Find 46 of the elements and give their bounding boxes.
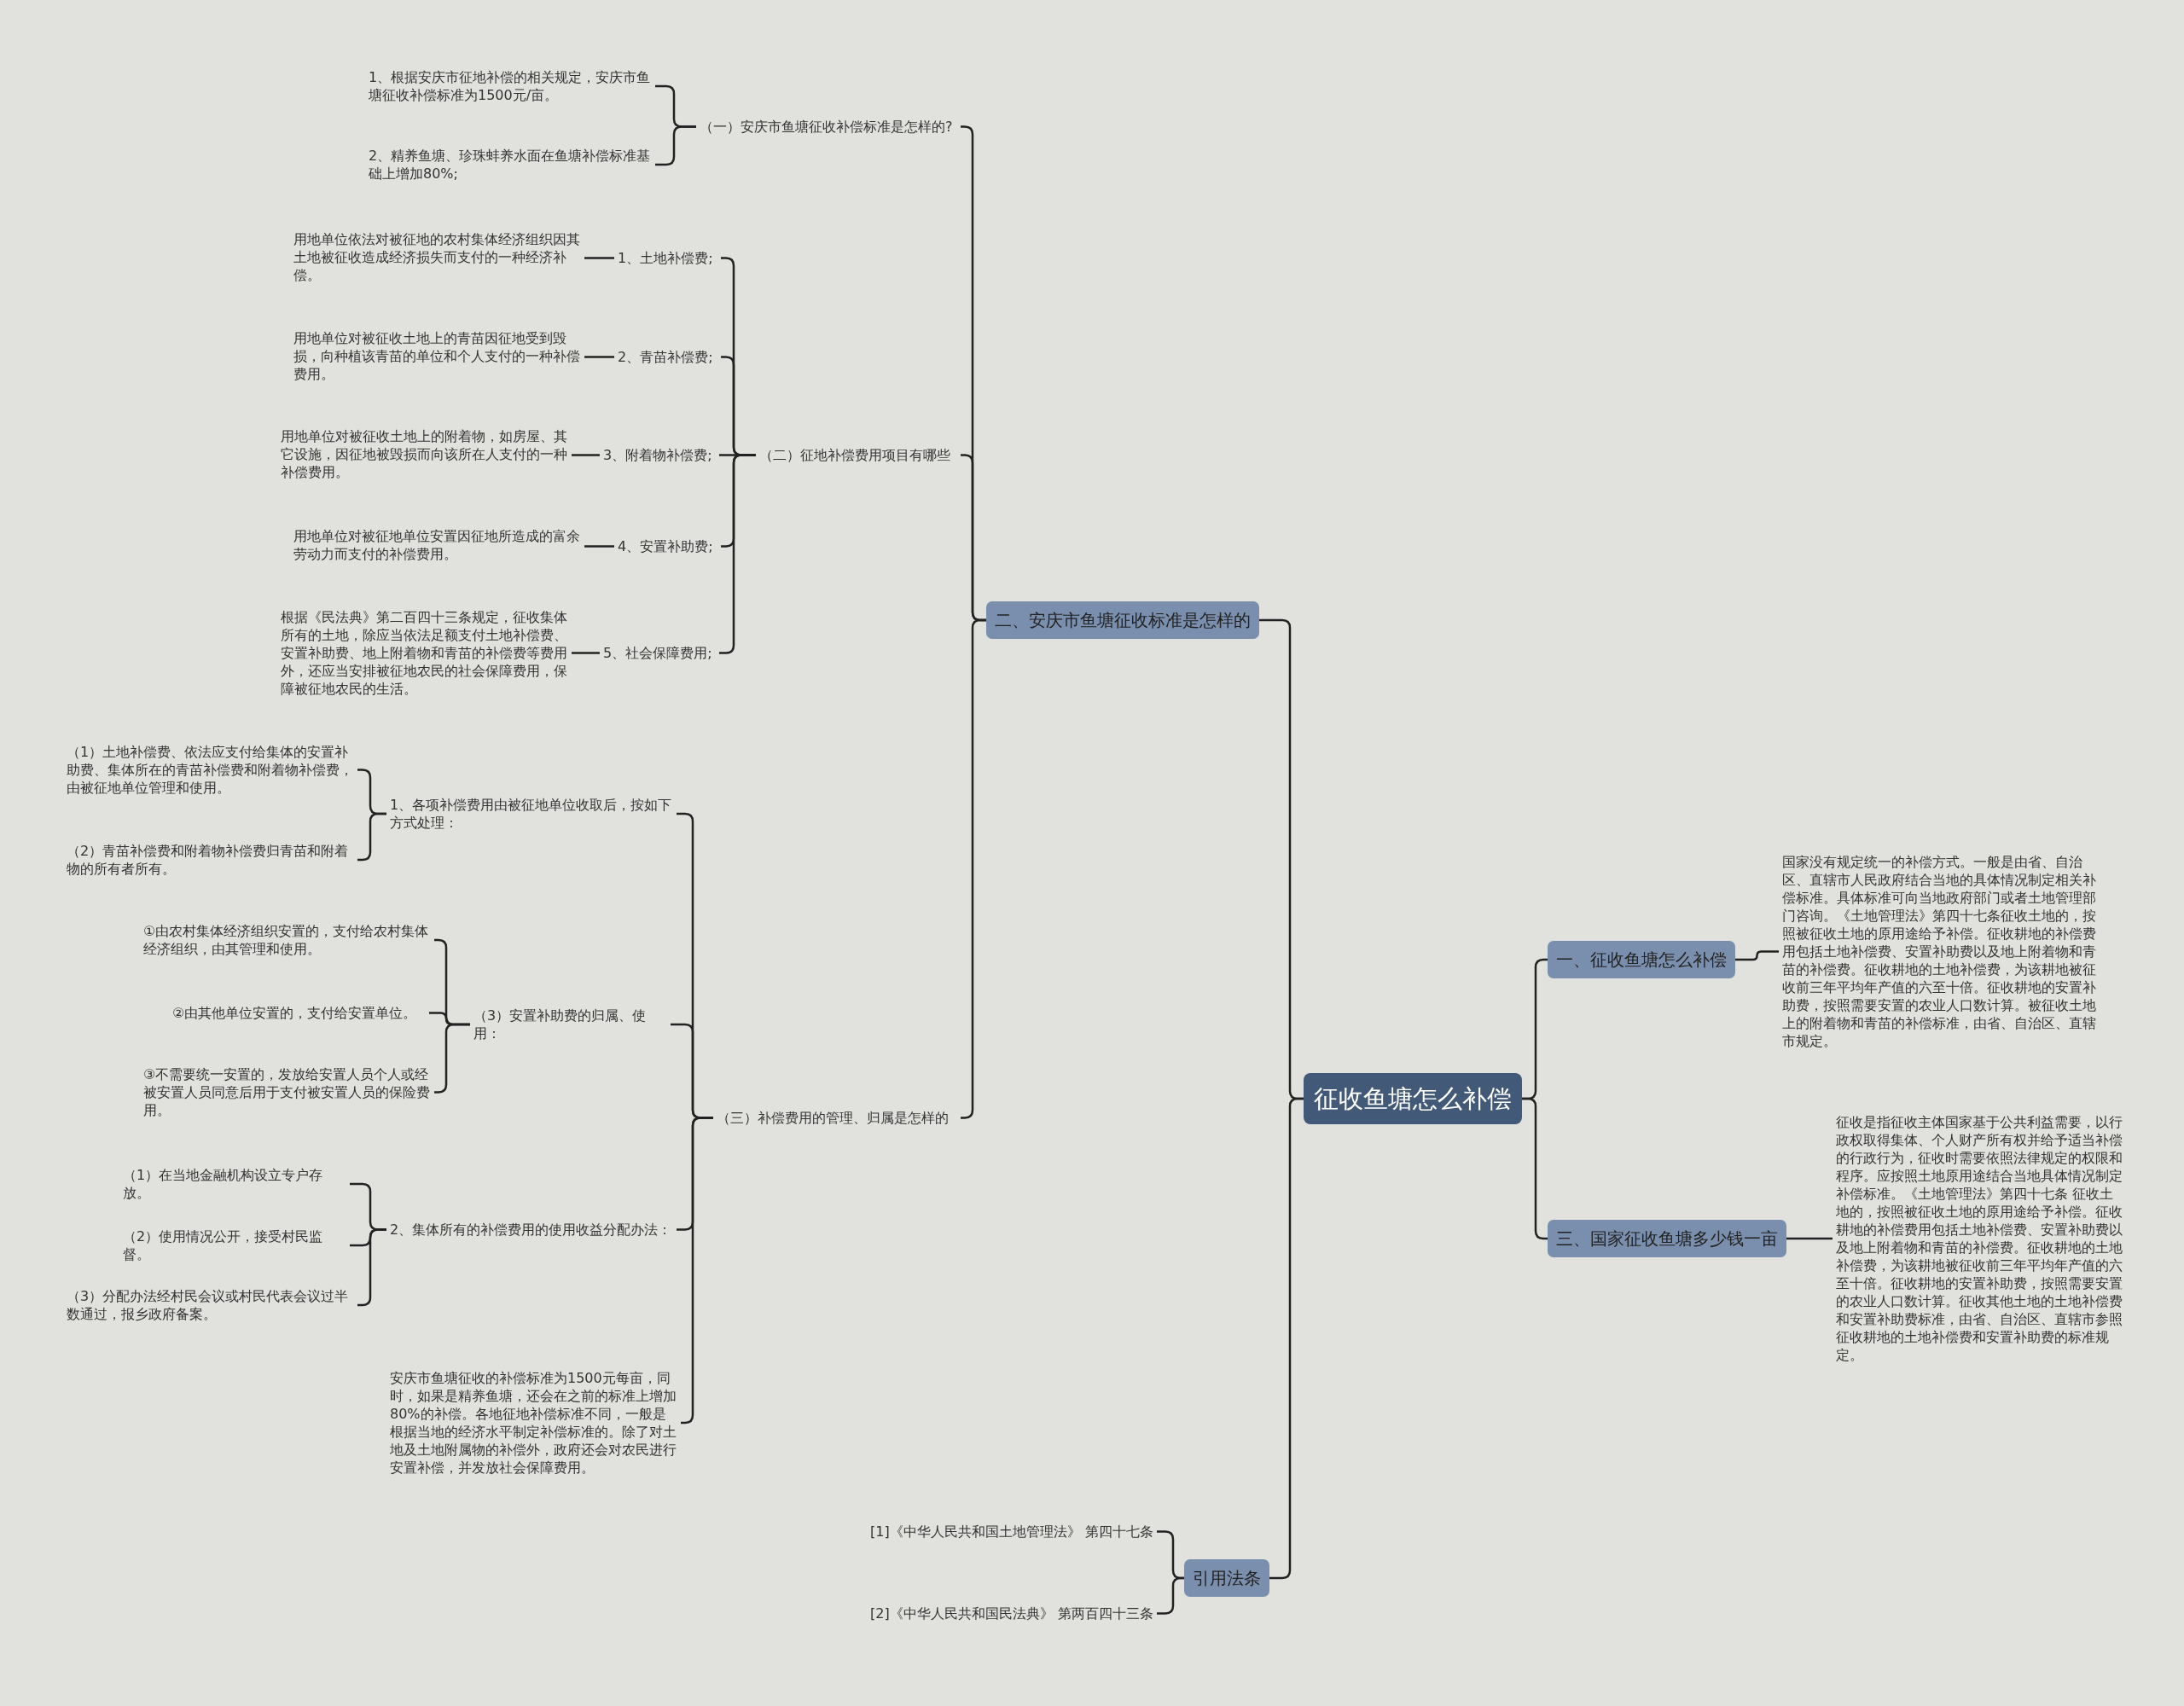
connector-line: [1786, 1237, 1833, 1240]
topic-text: 安庆市鱼塘征收的补偿标准为1500元每亩，同时，如果是精养鱼塘，还会在之前的标准上增加80%的补偿。各地征地补偿标准不同，一般是根据当地的经济水平制定补偿标准的。除了对土地及土地附属物的补偿外，政府还会对农民进行安置补偿，并发放社会保障费用。: [386, 1367, 681, 1478]
connector-line: [1157, 1576, 1184, 1615]
topic-text: 1、根据安庆市征地补偿的相关规定，安庆市鱼塘征收补偿标准为1500元/亩。: [365, 67, 655, 106]
topic-text: 4、安置补助费;: [614, 536, 721, 557]
topic-text: 2、集体所有的补偿费用的使用收益分配办法：: [386, 1219, 677, 1240]
topic-text: 3、附着物补偿费;: [600, 444, 719, 466]
topic-text: 用地单位对被征收土地上的青苗因征地受到毁损，向种植该青苗的单位和个人支付的一种补偿费用。: [290, 328, 584, 385]
connector-line: [572, 652, 600, 654]
topic-text: ③不需要统一安置的，发放给安置人员个人或经被安置人员同意后用于支付被安置人员的保险费用。: [140, 1064, 434, 1121]
connector-line: [584, 257, 614, 259]
branch-box: 三、国家征收鱼塘多少钱一亩: [1548, 1220, 1786, 1257]
topic-text: （1）在当地金融机构设立专户存放。: [119, 1164, 350, 1204]
topic-text: 用地单位对被征收土地上的附着物，如房屋、其它设施，因征地被毁损而向该所在人支付的一种补偿费用。: [277, 426, 572, 483]
topic-text: （三）补偿费用的管理、归属是怎样的: [713, 1107, 961, 1129]
topic-text: 根据《民法典》第二百四十三条规定，征收集体所有的土地，除应当依法足额支付土地补偿费、安置补助费、地上附着物和青苗的补偿费等费用外，还应当安排被征地农民的社会保障费用，保障被征地农民的生活。: [277, 606, 572, 699]
topic-text: （3）安置补助费的归属、使用：: [470, 1005, 671, 1044]
connector-line: [584, 356, 614, 358]
topic-text: 用地单位依法对被征地的农村集体经济组织因其土地被征收造成经济损失而支付的一种经济补偿。: [290, 229, 584, 286]
connector-line: [1735, 950, 1779, 961]
topic-text: ①由农村集体经济组织安置的，支付给农村集体经济组织，由其管理和使用。: [140, 920, 434, 960]
connector-line: [655, 125, 696, 166]
topic-text: （1）土地补偿费、依法应支付给集体的安置补助费、集体所在的青苗补偿费和附着物补偿费，由被征地单位管理和使用。: [63, 741, 357, 798]
connector-line: [584, 545, 614, 548]
topic-text: 国家没有规定统一的补偿方式。一般是由省、自治区、直辖市人民政府结合当地的具体情况制定相关补偿标准。具体标准可向当地政府部门或者土地管理部门咨询。《土地管理法》第四十七条征收土地的，按照被征收土地的原用途给予补偿。征收耕地的补偿费用包括土地补偿费、安置补助费以及地上附着物和青苗的补偿费。征收耕地的土地补偿费，为该耕地被征收前三年平均年产值的六至十倍。征收耕地的安置补助费，按照需要安置的农业人口数计算。被征收土地上的附着物和青苗的补偿标准，由省、自治区、直辖市规定。: [1779, 851, 2107, 1052]
topic-text: 征收是指征收主体国家基于公共利益需要，以行政权取得集体、个人财产所有权并给予适当补偿的行政行为，征收时需要依照法律规定的权限和程序。应按照土地原用途结合当地具体情况制定补偿标准。《土地管理法》第四十七条 征收土地的，按照被征收土地的原用途给予补偿。征收耕地的补偿费用包括土地补偿费、安置补助费以及地上附着物和青苗的补偿费。征收耕地的土地补偿费，为该耕地被征收前三年平均年产值的六至十倍。征收耕地的安置补助费，按照需要安置的农业人口数计算。征收其他土地的土地补偿费和安置补助费标准，由省、自治区、直辖市参照征收耕地的土地补偿费和安置补助费的标准规定。: [1833, 1111, 2127, 1366]
branch-box: 引用法条: [1184, 1559, 1269, 1597]
topic-text: 用地单位对被征地单位安置因征地所造成的富余劳动力而支付的补偿费用。: [290, 525, 584, 565]
topic-text: 2、青苗补偿费;: [614, 346, 721, 368]
topic-text: （2）使用情况公开，接受村民监督。: [119, 1226, 350, 1265]
topic-text: 1、土地补偿费;: [614, 247, 721, 269]
topic-text: （二）征地补偿费用项目有哪些: [756, 444, 961, 466]
topic-text: （一）安庆市鱼塘征收补偿标准是怎样的?: [696, 116, 961, 137]
branch-box: 二、安庆市鱼塘征收标准是怎样的: [986, 601, 1259, 639]
connector-line: [1269, 1097, 1304, 1580]
topic-text: [2]《中华人民共和国民法典》 第两百四十三条: [867, 1603, 1157, 1624]
topic-text: ②由其他单位安置的，支付给安置单位。: [169, 1002, 429, 1024]
topic-text: 2、精养鱼塘、珍珠蚌养水面在鱼塘补偿标准基础上增加80%;: [365, 145, 655, 184]
central-topic-box: 征收鱼塘怎么补偿: [1304, 1073, 1522, 1124]
topic-text: （2）青苗补偿费和附着物补偿费归青苗和附着物的所有者所有。: [63, 840, 357, 879]
connector-line: [572, 454, 600, 456]
topic-text: 1、各项补偿费用由被征地单位收取后，按如下方式处理：: [386, 794, 677, 833]
topic-text: 5、社会保障费用;: [600, 642, 719, 664]
branch-box: 一、征收鱼塘怎么补偿: [1548, 941, 1735, 978]
topic-text: [1]《中华人民共和国土地管理法》 第四十七条: [867, 1521, 1157, 1542]
topic-text: （3）分配办法经村民会议或村民代表会议过半数通过，报乡政府备案。: [63, 1285, 357, 1325]
